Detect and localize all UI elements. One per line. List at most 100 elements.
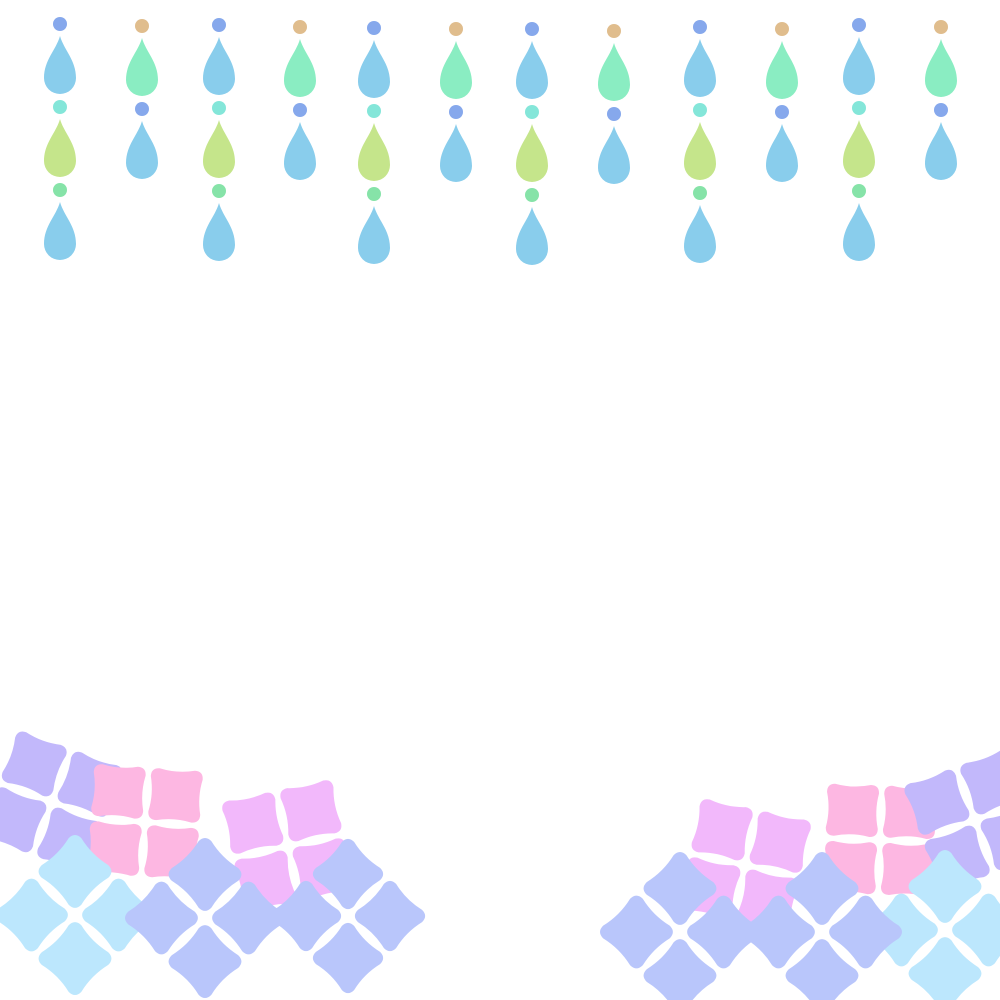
hydrangea-petal <box>0 787 47 853</box>
bead <box>934 20 948 34</box>
raindrop-shape <box>598 126 630 184</box>
garland-strand <box>203 18 235 261</box>
bead <box>607 24 621 38</box>
raindrop-shape <box>440 124 472 182</box>
raindrop-shape <box>44 119 76 177</box>
hydrangea-petal <box>980 805 1000 871</box>
raindrop-shape <box>925 39 957 97</box>
hydrangea-petal <box>908 937 982 1000</box>
bead <box>367 21 381 35</box>
raindrop-shape <box>126 121 158 179</box>
hydrangea-petal <box>785 852 859 925</box>
raindrop-shape <box>284 39 316 97</box>
bead <box>212 101 226 115</box>
hydrangea-petal <box>829 895 902 969</box>
hydrangea-petal <box>38 922 112 995</box>
bead <box>852 101 866 115</box>
hydrangea-petal <box>825 783 880 838</box>
raindrop-shape <box>203 203 235 261</box>
bead <box>693 186 707 200</box>
hydrangea-petal <box>312 922 384 994</box>
hydrangea-border <box>0 731 1000 1000</box>
bead <box>135 19 149 33</box>
bead <box>852 184 866 198</box>
hydrangea-petal <box>785 939 859 1000</box>
bead <box>449 105 463 119</box>
hydrangea-petal <box>960 749 1000 815</box>
raindrop-shape <box>440 41 472 99</box>
hydrangea-petal <box>270 880 342 952</box>
hydrangea-petal <box>91 764 146 819</box>
hydrangea-petal <box>148 768 203 823</box>
hydrangea-petal <box>168 838 242 911</box>
bead <box>293 103 307 117</box>
hydrangea-petal <box>600 895 673 969</box>
bead <box>693 20 707 34</box>
garland-strand <box>284 20 316 180</box>
hydrangea-petal <box>0 878 68 952</box>
bead <box>53 100 67 114</box>
raindrop-shape <box>843 120 875 178</box>
hydrangea-petal <box>687 895 760 969</box>
hydrangea-petal <box>280 780 342 842</box>
garland-strand <box>598 24 630 184</box>
bead <box>449 22 463 36</box>
raindrop-shape <box>766 41 798 99</box>
hydrangea-cluster-right <box>600 749 1000 1000</box>
raindrop-shape <box>358 40 390 98</box>
hydrangea-petal <box>691 799 753 861</box>
bead <box>775 22 789 36</box>
garland-strand <box>684 20 716 263</box>
bead <box>135 102 149 116</box>
raindrop-shape <box>44 36 76 94</box>
bead <box>525 188 539 202</box>
bead <box>367 187 381 201</box>
bead <box>212 18 226 32</box>
bead <box>693 103 707 117</box>
hydrangea-petal <box>222 792 284 854</box>
bead <box>53 17 67 31</box>
raindrop-shape <box>516 207 548 265</box>
garland-strand <box>516 22 548 265</box>
hydrangea-petal <box>82 878 155 952</box>
raindrop-shape <box>766 124 798 182</box>
hydrangea-petal <box>904 769 970 835</box>
bead <box>525 105 539 119</box>
bead <box>293 20 307 34</box>
hydrangea-petal <box>312 838 384 910</box>
hydrangea-petal <box>749 811 811 873</box>
hydrangea-petal <box>38 835 112 908</box>
hydrangea-flower <box>0 835 155 995</box>
hydrangea-cluster-left <box>0 731 426 998</box>
raindrop-shape <box>516 124 548 182</box>
raindrop-shape <box>284 122 316 180</box>
garland-strand <box>44 17 76 260</box>
raindrop-shape <box>126 38 158 96</box>
raindrop-garland <box>44 17 957 265</box>
garland-strand <box>766 22 798 182</box>
garland-strand <box>358 21 390 264</box>
raindrop-shape <box>44 202 76 260</box>
hydrangea-petal <box>212 881 285 955</box>
raindrop-shape <box>598 43 630 101</box>
hydrangea-petal <box>643 852 717 925</box>
bead <box>53 183 67 197</box>
bead <box>852 18 866 32</box>
garland-strand <box>843 18 875 261</box>
garland-strand <box>925 20 957 180</box>
raindrop-shape <box>684 205 716 263</box>
hydrangea-flower <box>600 852 760 1000</box>
raindrop-shape <box>358 206 390 264</box>
bead <box>775 105 789 119</box>
raindrop-shape <box>843 37 875 95</box>
bead <box>212 184 226 198</box>
raindrop-shape <box>684 39 716 97</box>
garland-strand <box>126 19 158 179</box>
hydrangea-petal <box>908 850 982 923</box>
raindrop-shape <box>684 122 716 180</box>
hydrangea-petal <box>643 939 717 1000</box>
hydrangea-petal <box>168 925 242 998</box>
raindrop-shape <box>516 41 548 99</box>
hydrangea-flower <box>270 838 426 994</box>
